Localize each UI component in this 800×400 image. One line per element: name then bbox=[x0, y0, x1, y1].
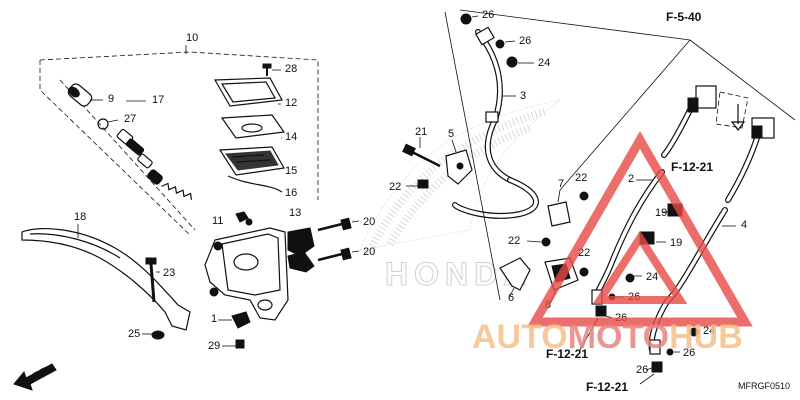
screw-part-28 bbox=[262, 63, 281, 76]
joint-part-5 bbox=[445, 139, 473, 185]
clamp-part-13 bbox=[287, 227, 315, 273]
reservoir-cap-part-12 bbox=[213, 77, 283, 107]
callout-c1: 1 bbox=[211, 313, 217, 325]
automotohub-watermark: AUTOMOTOHUB bbox=[472, 130, 753, 356]
callout-c18: 18 bbox=[74, 211, 86, 223]
callout-c7: 7 bbox=[558, 178, 564, 190]
reference-r3: F-12-21 bbox=[546, 347, 588, 361]
callout-c15: 15 bbox=[285, 165, 297, 177]
screw-part-29 bbox=[222, 339, 245, 349]
callout-c9: 9 bbox=[108, 93, 114, 105]
callout-c20a: 20 bbox=[363, 216, 375, 228]
gasket-part-16 bbox=[227, 175, 283, 193]
brake-switch-part-1 bbox=[218, 311, 251, 329]
callout-c13: 13 bbox=[289, 207, 301, 219]
master-cylinder-body bbox=[204, 227, 289, 321]
front-direction-arrow bbox=[13, 363, 57, 391]
caliper-detail-box bbox=[715, 91, 749, 129]
brake-hose-part-3 bbox=[452, 29, 539, 219]
brake-lever-part-18 bbox=[21, 224, 191, 331]
watermark-text: AUTOMOTOHUB bbox=[472, 318, 743, 356]
callout-c26a: 26 bbox=[482, 9, 494, 21]
clip-part-11 bbox=[235, 211, 253, 226]
bracket-part-6 bbox=[499, 257, 531, 297]
reference-r4: F-12-21 bbox=[586, 380, 628, 394]
callout-c3: 3 bbox=[520, 90, 526, 102]
hose-fittings-top bbox=[460, 13, 534, 68]
callout-c28: 28 bbox=[285, 63, 297, 75]
callout-c26e: 26 bbox=[683, 347, 695, 359]
callout-c4: 4 bbox=[741, 219, 747, 231]
callout-c22b: 22 bbox=[575, 172, 587, 184]
callout-c24a: 24 bbox=[538, 57, 550, 69]
callout-c22a: 22 bbox=[389, 181, 401, 193]
callout-c12: 12 bbox=[285, 97, 297, 109]
bolt-part-22a bbox=[406, 179, 429, 189]
holder-part-7 bbox=[547, 189, 571, 227]
reference-lines bbox=[444, 9, 796, 301]
diagram-code: MFRGF0510 bbox=[738, 381, 790, 391]
watermark-moto: MOTO bbox=[568, 318, 669, 356]
watermark-hub: HUB bbox=[669, 318, 743, 356]
reference-r1: F-5-40 bbox=[666, 10, 702, 24]
callout-c21: 21 bbox=[415, 126, 427, 138]
upper-hose-right bbox=[725, 117, 775, 203]
brake-hose-part-2 bbox=[593, 169, 665, 299]
callout-c26b: 26 bbox=[519, 35, 531, 47]
callout-c29: 29 bbox=[208, 340, 220, 352]
bolts-part-22 bbox=[526, 191, 589, 277]
diaphragm-part-15 bbox=[218, 146, 285, 176]
reference-labels: F-5-40F-12-21F-12-21F-12-21 bbox=[546, 10, 713, 394]
pivot-bolt-part-23 bbox=[145, 257, 160, 303]
nut-part-25 bbox=[142, 330, 165, 340]
callout-c14: 14 bbox=[285, 131, 297, 143]
reference-r2: F-12-21 bbox=[671, 160, 713, 174]
watermark-auto: AUTO bbox=[472, 318, 568, 356]
callout-c22c: 22 bbox=[508, 235, 520, 247]
callout-c27: 27 bbox=[124, 113, 136, 125]
upper-hose-left bbox=[661, 85, 717, 158]
callout-c19a: 19 bbox=[655, 207, 667, 219]
lower-fittings bbox=[591, 273, 700, 373]
detail-arrow bbox=[730, 104, 746, 131]
plate-part-14 bbox=[220, 114, 286, 139]
callout-c24b: 24 bbox=[646, 271, 658, 283]
callout-c2: 2 bbox=[628, 173, 634, 185]
boot-part-9 bbox=[67, 83, 103, 107]
circlip-part-27 bbox=[97, 118, 119, 130]
callout-c26f: 26 bbox=[636, 364, 648, 376]
callout-c19b: 19 bbox=[670, 237, 682, 249]
callout-c11: 11 bbox=[212, 215, 223, 227]
honda-logotype: HONDA bbox=[385, 256, 532, 292]
callout-c24c: 24 bbox=[703, 325, 715, 337]
callout-c23: 23 bbox=[163, 267, 175, 279]
callout-c20b: 20 bbox=[363, 246, 375, 258]
group-10-outline bbox=[39, 51, 319, 236]
piston-set-part-17 bbox=[116, 100, 193, 200]
callout-c6: 6 bbox=[508, 292, 514, 304]
callout-c25: 25 bbox=[128, 328, 140, 340]
honda-watermark: HONDA bbox=[359, 99, 561, 293]
callout-c17: 17 bbox=[152, 94, 164, 106]
callout-c16: 16 bbox=[285, 187, 297, 199]
callout-c10: 10 bbox=[186, 32, 198, 44]
bolts-part-20 bbox=[317, 217, 360, 262]
callout-c5: 5 bbox=[448, 128, 454, 140]
bolt-part-21 bbox=[402, 137, 441, 168]
